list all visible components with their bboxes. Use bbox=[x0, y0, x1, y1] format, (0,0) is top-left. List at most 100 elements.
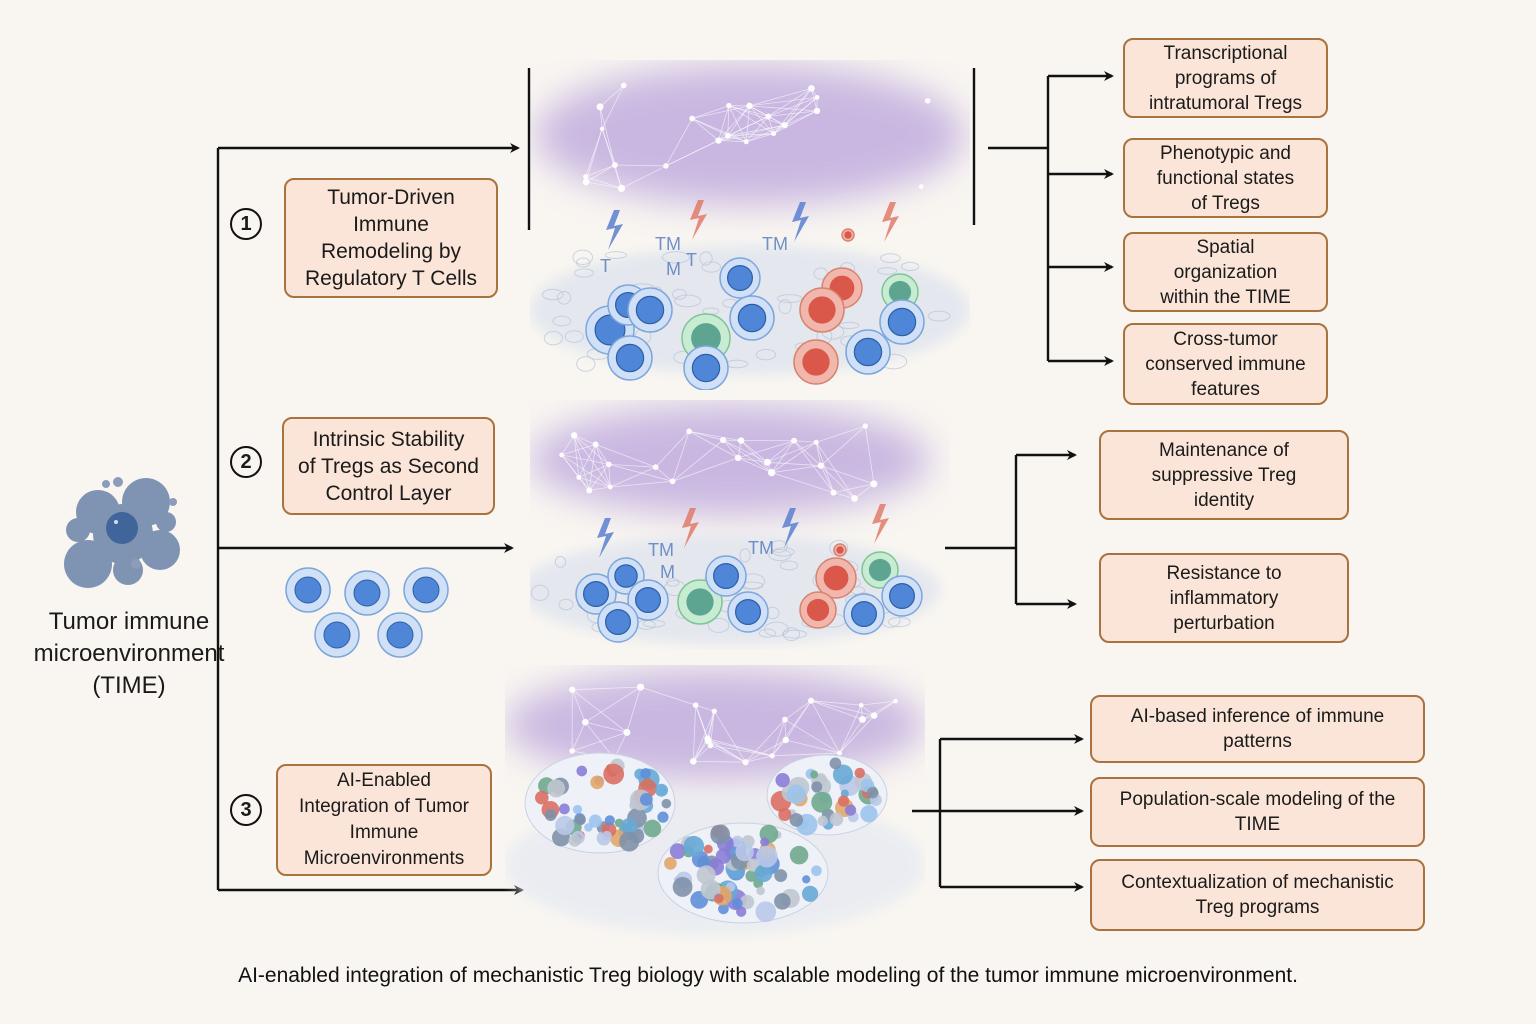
network-edge bbox=[771, 700, 812, 757]
network-edge bbox=[561, 454, 590, 491]
output-line: Phenotypic and bbox=[1160, 142, 1291, 164]
network-edge bbox=[771, 465, 821, 474]
network-edge bbox=[640, 686, 696, 706]
output-line: identity bbox=[1193, 489, 1255, 511]
network-edge bbox=[811, 700, 862, 706]
blue-cell-nucleus bbox=[853, 337, 883, 367]
network-edge bbox=[572, 686, 641, 691]
green-cell-nucleus bbox=[888, 280, 912, 304]
output-line: functional states bbox=[1156, 167, 1295, 189]
network-node bbox=[781, 122, 788, 129]
network-node bbox=[724, 132, 731, 139]
network-edge bbox=[707, 740, 746, 763]
cluster-cell bbox=[854, 767, 865, 779]
network-node bbox=[583, 174, 589, 180]
network-edge bbox=[665, 118, 693, 167]
network-edge bbox=[784, 719, 787, 741]
network-edge bbox=[608, 464, 611, 487]
tissue-cell-outline bbox=[877, 267, 898, 275]
tissue-cell-outline bbox=[674, 294, 702, 308]
lightning-icon bbox=[682, 508, 699, 548]
cluster-cell bbox=[568, 834, 582, 847]
network-edge bbox=[578, 476, 611, 488]
network-edge bbox=[815, 442, 834, 493]
cluster-cell bbox=[754, 864, 773, 883]
network-edge bbox=[794, 440, 817, 443]
cluster-cell bbox=[810, 770, 819, 779]
network-node bbox=[858, 702, 864, 708]
network-edge bbox=[599, 106, 616, 166]
cluster-cell bbox=[739, 894, 755, 910]
cluster-cell bbox=[811, 781, 823, 793]
output-line: perturbation bbox=[1173, 612, 1275, 634]
output-line: patterns bbox=[1223, 731, 1292, 752]
cluster-cell bbox=[715, 848, 732, 864]
blue-cell-nucleus bbox=[691, 353, 721, 383]
network-edge bbox=[771, 719, 786, 756]
cluster-cell bbox=[860, 805, 878, 823]
time-label-line: Tumor immune bbox=[48, 608, 210, 635]
time-label-line: (TIME) bbox=[92, 672, 166, 699]
cluster-cell bbox=[661, 798, 672, 809]
red-cell-nucleus bbox=[802, 348, 830, 376]
cluster-cell bbox=[664, 857, 677, 870]
network-edge bbox=[771, 441, 817, 473]
network-edge bbox=[585, 686, 641, 723]
tissue-cell-outline bbox=[782, 627, 801, 641]
network-edge bbox=[610, 466, 656, 488]
network-edge bbox=[718, 105, 730, 141]
network-node bbox=[893, 698, 898, 704]
cluster-cell bbox=[576, 765, 588, 777]
cluster-cell bbox=[602, 830, 612, 841]
cluster-cell bbox=[802, 875, 811, 884]
network-edge bbox=[672, 439, 724, 482]
network-node bbox=[746, 102, 753, 110]
network-edge bbox=[573, 435, 611, 488]
network-node bbox=[813, 439, 819, 445]
tissue-cell-outline bbox=[564, 330, 584, 343]
network-node bbox=[617, 184, 626, 193]
cluster-cell bbox=[755, 901, 777, 923]
network-node bbox=[782, 716, 788, 723]
section-1-title-box: Tumor-Driven Immune Remodeling by Regula… bbox=[284, 178, 498, 298]
cluster-cell bbox=[732, 898, 743, 909]
cluster-cell bbox=[604, 815, 615, 826]
cluster-cell bbox=[789, 813, 804, 827]
network-node bbox=[611, 162, 618, 168]
network-edge bbox=[707, 711, 715, 741]
network-node bbox=[726, 102, 732, 109]
network-edge bbox=[655, 466, 673, 482]
network-edge bbox=[784, 719, 840, 754]
network-edge bbox=[745, 116, 769, 142]
output-line: of Tregs bbox=[1191, 192, 1260, 214]
cluster-cell bbox=[866, 787, 879, 799]
network-edge bbox=[695, 705, 709, 741]
network-edge bbox=[728, 105, 747, 142]
network-node bbox=[737, 437, 745, 444]
blue-cell-nucleus bbox=[635, 295, 665, 325]
network-edge bbox=[695, 704, 715, 712]
tissue-cell-outline bbox=[575, 257, 591, 268]
cluster-cell bbox=[817, 815, 828, 827]
section-2-title-box: Intrinsic Stability of Tregs as Second C… bbox=[282, 417, 495, 515]
network-edge bbox=[771, 472, 834, 494]
network-edge bbox=[599, 106, 603, 129]
cluster-cell bbox=[844, 804, 857, 816]
network-node bbox=[620, 82, 627, 89]
tissue-cell-outline bbox=[574, 268, 594, 278]
network-edge bbox=[692, 740, 709, 762]
output-line: Cross-tumor bbox=[1173, 328, 1278, 350]
tissue-cell-outline bbox=[543, 330, 563, 346]
cluster-cell bbox=[832, 764, 853, 785]
network-node bbox=[576, 474, 582, 480]
network-node bbox=[769, 753, 775, 759]
network-edge bbox=[737, 440, 795, 459]
title-line: Intrinsic Stability bbox=[312, 427, 465, 451]
network-edge bbox=[749, 88, 812, 107]
tissue-cell-outline bbox=[739, 548, 751, 563]
cluster-cell bbox=[590, 775, 605, 790]
network-edge bbox=[688, 431, 739, 459]
network-edge bbox=[614, 164, 666, 167]
output-line: Maintenance of bbox=[1159, 439, 1289, 461]
network-node bbox=[870, 712, 878, 719]
